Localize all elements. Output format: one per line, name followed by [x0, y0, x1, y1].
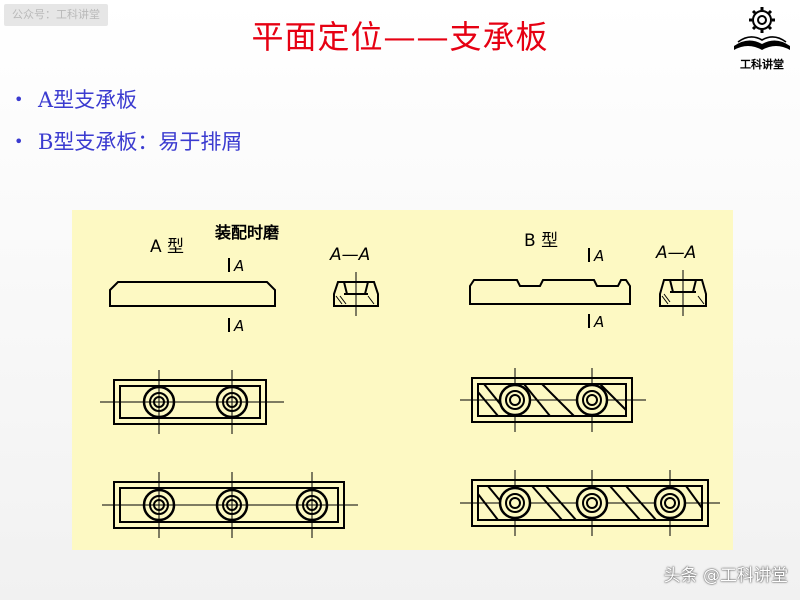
a-type-top-view-two-holes — [100, 370, 284, 434]
support-plate-figure: A 型 装配时磨 B 型 A—A A—A A A A A — [72, 210, 733, 550]
b-type-section-view — [659, 270, 707, 316]
b-type-top-view-three-holes — [460, 470, 720, 536]
label-grind: 装配时磨 — [214, 223, 279, 242]
slide-title: 平面定位——支承板 — [251, 18, 549, 56]
cut-mark-b-top: A — [593, 247, 604, 265]
bullet-item: • B型支承板：易于排屑 — [12, 126, 242, 156]
cut-mark-b-bottom: A — [593, 313, 604, 331]
section-label-b: A—A — [655, 243, 696, 263]
bullet-text: B型支承板：易于排屑 — [38, 130, 243, 154]
bottom-watermark: 头条 @工科讲堂 — [663, 566, 788, 586]
bullet-list: • A型支承板 • B型支承板：易于排屑 — [12, 84, 242, 168]
label-a-type: A 型 — [150, 237, 184, 257]
label-b-type: B 型 — [524, 231, 558, 251]
logo-text: 工科讲堂 — [740, 58, 784, 71]
a-type-top-view-three-holes — [102, 472, 358, 538]
bullet-dot-icon: • — [14, 89, 24, 109]
support-plate-drawing: A 型 装配时磨 B 型 A—A A—A A A A A — [100, 223, 720, 538]
cut-mark-a-bottom: A — [233, 317, 244, 335]
cut-mark-a-top: A — [233, 257, 244, 275]
logo: 工科讲堂 — [728, 2, 796, 74]
a-type-side-view — [109, 281, 276, 307]
b-type-side-view — [469, 279, 631, 305]
watermark-tag: 公众号：工科讲堂 — [4, 4, 108, 26]
b-type-top-view-two-holes — [460, 368, 646, 432]
bullet-text: A型支承板 — [38, 88, 138, 112]
section-label-a: A—A — [329, 245, 370, 265]
a-type-section-view — [333, 272, 379, 316]
bullet-dot-icon: • — [14, 131, 24, 151]
gear-book-icon — [734, 7, 790, 50]
bullet-item: • A型支承板 — [12, 84, 242, 114]
